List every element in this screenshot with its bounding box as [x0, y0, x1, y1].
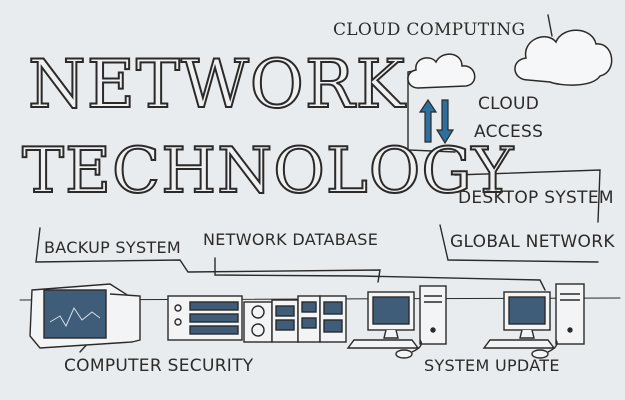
title-technology: TECHNOLOGY	[21, 134, 515, 207]
backup-connector-line	[35, 227, 381, 283]
label-cloud-computing: CLOUD COMPUTING	[333, 20, 526, 40]
database-connector-line	[214, 257, 546, 291]
label-network-database: NETWORK DATABASE	[203, 230, 379, 249]
cloud-icon	[407, 53, 476, 89]
cloud-icon	[514, 29, 613, 86]
desktop-computer-icon	[482, 283, 585, 359]
label-cloud-access-line2: ACCESS	[474, 122, 544, 142]
crt-monitor-icon	[29, 283, 141, 349]
cloud-title-tick	[547, 14, 553, 37]
label-desktop-system: DESKTOP SYSTEM	[458, 188, 614, 208]
label-cloud-access-line1: CLOUD	[478, 94, 540, 114]
global-bracket-line	[439, 224, 599, 263]
server-rack-icon	[167, 295, 347, 343]
label-system-update: SYSTEM UPDATE	[424, 356, 560, 375]
label-backup-system: BACKUP SYSTEM	[44, 238, 181, 257]
desktop-computer-icon	[346, 285, 447, 359]
label-global-network: GLOBAL NETWORK	[450, 232, 615, 252]
upload-download-arrows-icon	[418, 98, 455, 145]
title-network: NETWORK	[27, 46, 406, 123]
label-computer-security: COMPUTER SECURITY	[64, 356, 254, 376]
desktop-bracket-line	[454, 169, 601, 223]
